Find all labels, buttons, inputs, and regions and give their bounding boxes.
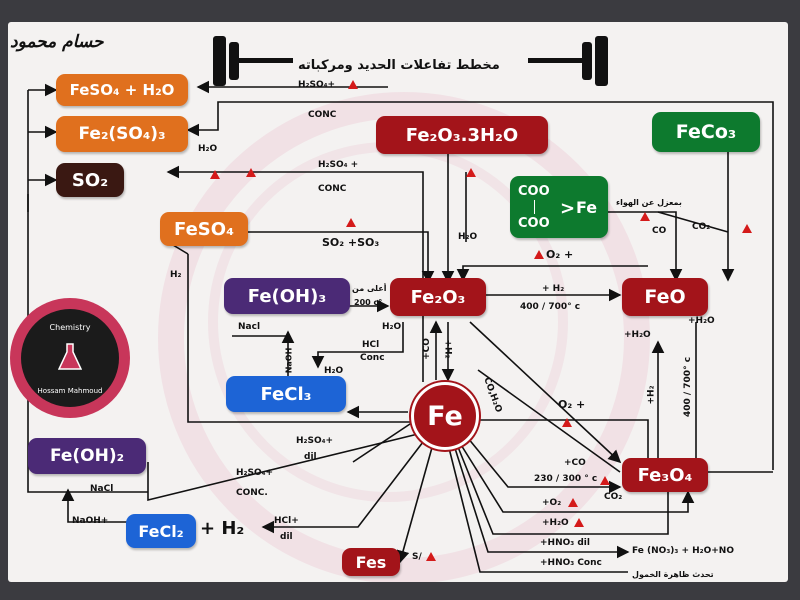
label-co-fe3o4: +CO bbox=[564, 458, 586, 468]
box-fes: Fes bbox=[342, 548, 400, 576]
label-naoh-2: NaOH+ bbox=[72, 516, 108, 526]
box-feco3: FeCo₃ bbox=[652, 112, 760, 152]
label-conc-mid: CONC bbox=[318, 184, 346, 194]
label-conc-top: CONC bbox=[308, 110, 336, 120]
label-h2o-hcl: H₂O bbox=[324, 366, 343, 376]
label-isolated-air: بمعزل عن الهواء bbox=[616, 198, 682, 207]
label-co-plus: +CO bbox=[422, 338, 432, 360]
box-feso4: FeSO₄ bbox=[160, 212, 248, 246]
label-hno3-conc: +HNO₃ Conc bbox=[540, 558, 602, 568]
heat-triangle-icon bbox=[346, 218, 356, 227]
heat-triangle-icon bbox=[466, 168, 476, 177]
label-h2-up: +H₂ bbox=[443, 339, 453, 358]
label-h2o-hydrate: H₂O bbox=[458, 232, 477, 242]
label-h2o-feoh3: H₂O bbox=[382, 322, 401, 332]
heat-triangle-icon bbox=[640, 212, 650, 221]
seal-bottom-text: Hossam Mahmoud bbox=[21, 387, 119, 395]
label-temp-200: 200 c° bbox=[354, 298, 382, 307]
label-h2so4-dil: H₂SO₄+ bbox=[296, 436, 333, 446]
heat-triangle-icon bbox=[600, 476, 610, 485]
fe-center-circle: Fe bbox=[411, 382, 479, 450]
heat-triangle-icon bbox=[574, 518, 584, 527]
box-fe-oh-2: Fe(OH)₂ bbox=[28, 438, 146, 474]
label-hcl: HCl bbox=[362, 340, 379, 350]
heat-triangle-icon bbox=[534, 250, 544, 259]
label-co2-feco3: CO₂ bbox=[692, 222, 710, 232]
heat-triangle-icon bbox=[348, 80, 358, 89]
poster: مخطط تفاعلات الحديد ومركباته حسام محمود … bbox=[8, 22, 788, 582]
oxalate-coo-top: COO bbox=[518, 184, 550, 199]
box-fe-oh-3: Fe(OH)₃ bbox=[224, 278, 350, 314]
seal-logo: Chemistry Hossam Mahmoud bbox=[10, 298, 130, 418]
oxalate-divider bbox=[534, 200, 535, 214]
label-h2o-left: H₂O bbox=[198, 144, 217, 154]
label-h2so4-conc2: H₂SO₄+ bbox=[236, 468, 273, 478]
label-h2-fe2o3-feo: + H₂ bbox=[542, 284, 564, 294]
heat-triangle-icon bbox=[210, 170, 220, 179]
label-dil-2: dil bbox=[280, 532, 293, 542]
label-naoh: NaOH bbox=[284, 348, 293, 374]
signature-logo: حسام محمود bbox=[10, 32, 104, 52]
diagram-title: مخطط تفاعلات الحديد ومركباته bbox=[298, 58, 500, 73]
heat-triangle-icon bbox=[426, 552, 436, 561]
label-passivation: تحدث ظاهرة الخمول bbox=[632, 570, 714, 579]
heat-triangle-icon bbox=[246, 168, 256, 177]
label-h2-product: + H₂ bbox=[200, 518, 244, 539]
box-fecl2: FeCl₂ bbox=[126, 514, 196, 548]
heat-triangle-icon bbox=[742, 224, 752, 233]
label-so2-so3: SO₂ +SO₃ bbox=[322, 236, 379, 249]
label-nacl: Nacl bbox=[238, 322, 260, 332]
label-h2so4-mid: H₂SO₄ + bbox=[318, 160, 358, 170]
label-fe-no3: Fe (NO₃)₃ + H₂O+NO bbox=[632, 546, 734, 556]
label-hno3-dil: +HNO₃ dil bbox=[540, 538, 590, 548]
label-conc-2: CONC. bbox=[236, 488, 268, 498]
oxalate-coo-bottom: COO bbox=[518, 216, 550, 231]
label-co-feco3: CO bbox=[652, 226, 666, 236]
heat-triangle-icon bbox=[568, 498, 578, 507]
box-fe2-so4-3: Fe₂(SO₄)₃ bbox=[56, 116, 188, 152]
label-temp-230: 230 / 300 ° c bbox=[534, 474, 597, 484]
label-o2-plus: O₂ + bbox=[546, 248, 573, 261]
label-o2-fe3o4: +O₂ bbox=[542, 498, 561, 508]
box-fecl3: FeCl₃ bbox=[226, 376, 346, 412]
label-s: S/ bbox=[412, 552, 422, 562]
label-above: أعلى من bbox=[352, 284, 387, 293]
seal-top-text: Chemistry bbox=[21, 323, 119, 332]
box-feo: FeO bbox=[622, 278, 708, 316]
label-h2so4-top: H₂SO₄+ bbox=[298, 80, 335, 90]
box-fe2o3: Fe₂O₃ bbox=[390, 278, 486, 316]
dumbbell-left-icon bbox=[213, 36, 293, 86]
box-so2: SO₂ bbox=[56, 163, 124, 197]
label-h2o-fe3o4: +H₂O bbox=[542, 518, 569, 528]
label-co2-fe3o4: CO₂ bbox=[604, 492, 622, 502]
box-fe3o4: Fe₃O₄ bbox=[622, 458, 708, 492]
label-temp-vertical: 400 / 700° c bbox=[683, 357, 693, 417]
oxalate-bond-icon: > bbox=[560, 198, 575, 219]
heat-triangle-icon bbox=[562, 418, 572, 427]
label-h2o-feo-left: +H₂O bbox=[624, 330, 651, 340]
label-dil-1: dil bbox=[304, 452, 317, 462]
label-temp-400-700: 400 / 700° c bbox=[520, 302, 580, 312]
label-hcl-conc: Conc bbox=[360, 353, 385, 363]
label-h2o-feo-right: +H₂O bbox=[688, 316, 715, 326]
label-nacl-2: NaCl bbox=[90, 484, 113, 494]
label-h2-fe3o4: +H₂ bbox=[647, 385, 657, 404]
label-h2-feso4: H₂ bbox=[170, 270, 181, 280]
oxalate-fe: Fe bbox=[576, 198, 597, 217]
label-hcl-dil: HCl+ bbox=[274, 516, 299, 526]
box-fe2o3-3h2o: Fe₂O₃.3H₂O bbox=[376, 116, 548, 154]
box-ferrous-oxalate: COO COO > Fe bbox=[510, 176, 608, 238]
flask-icon bbox=[58, 343, 82, 371]
label-o2-plus-2: O₂ + bbox=[558, 398, 585, 411]
dumbbell-right-icon bbox=[528, 36, 608, 86]
box-feso4-h2o: FeSO₄ + H₂O bbox=[56, 74, 188, 106]
